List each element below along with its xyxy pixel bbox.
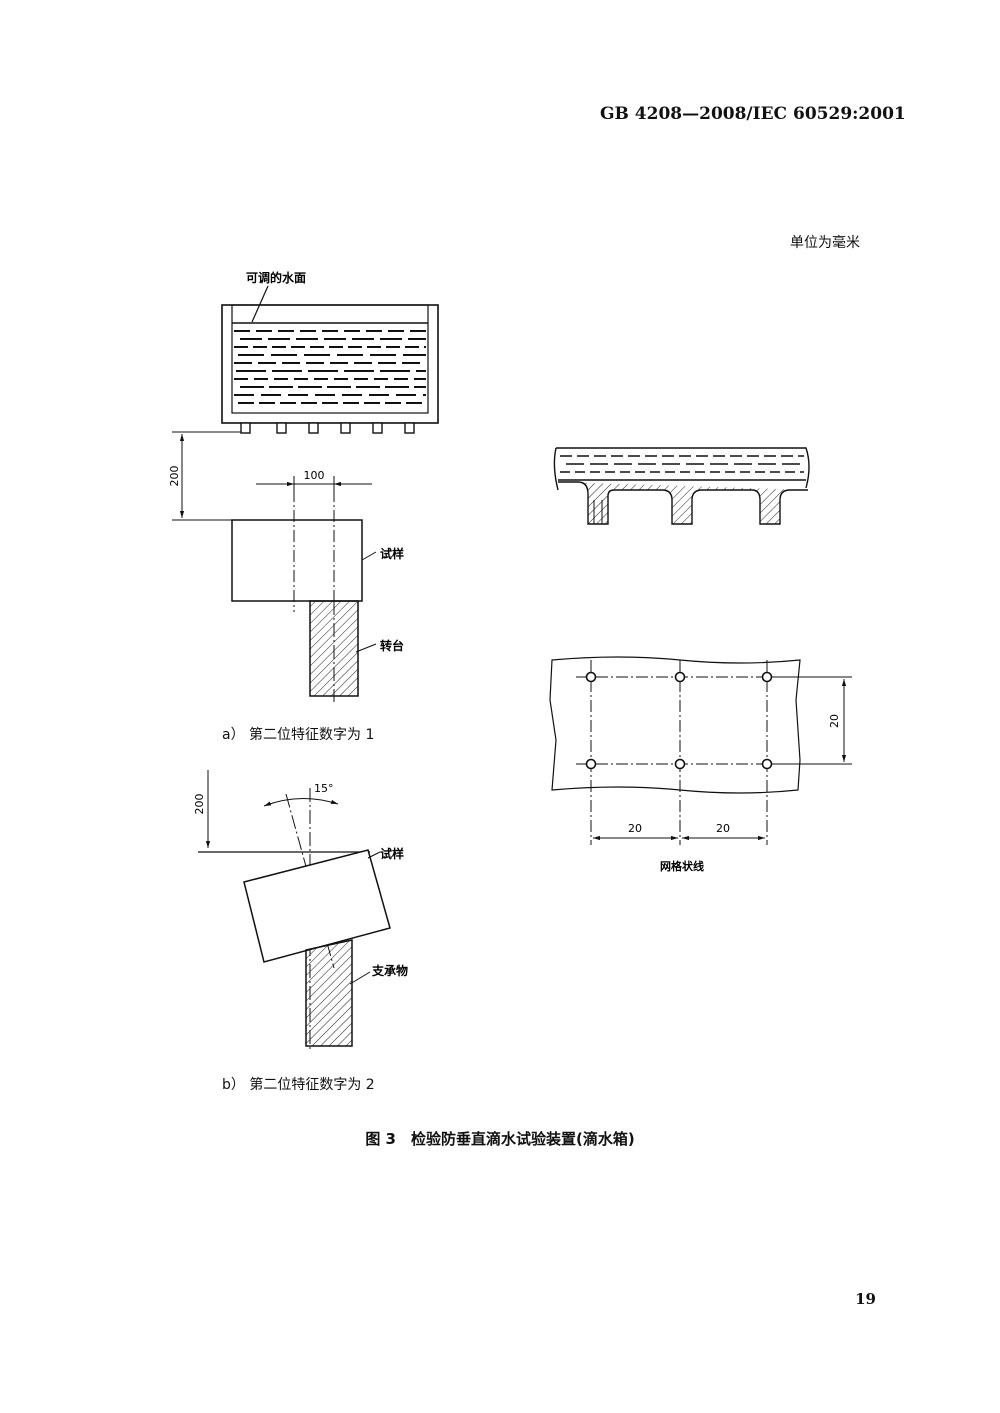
support xyxy=(305,939,353,1047)
turntable-leader xyxy=(355,643,377,653)
sample-leader-b xyxy=(367,851,381,859)
dim-200-a xyxy=(172,431,241,521)
page-number: 19 xyxy=(855,1290,876,1308)
angle-arc xyxy=(263,797,339,807)
water-surface-leader xyxy=(251,285,269,323)
dim-200-a-text: 200 xyxy=(168,466,181,487)
caption-b: b） 第二位特征数字为 2 xyxy=(222,1077,375,1093)
support-leader xyxy=(349,971,371,985)
support-label: 支承物 xyxy=(371,963,408,978)
sample-block-b xyxy=(243,849,391,963)
cross-section-detail xyxy=(553,447,810,525)
grid-plan xyxy=(549,656,852,845)
caption-a: a） 第二位特征数字为 1 xyxy=(222,727,375,743)
water-surface-label: 可调的水面 xyxy=(246,270,306,285)
dim-200-b-text: 200 xyxy=(193,794,206,815)
drip-nozzles xyxy=(240,422,415,434)
grid-label: 网格状线 xyxy=(660,859,704,873)
sample-label-b: 试样 xyxy=(380,846,404,861)
dim-200-b xyxy=(198,770,370,853)
sample-block-a xyxy=(231,519,363,602)
water-dashes xyxy=(234,330,426,404)
units-note: 单位为毫米 xyxy=(790,235,860,251)
dim-20-v: 20 xyxy=(828,714,841,728)
drip-box xyxy=(221,285,439,434)
dim-100-text: 100 xyxy=(304,469,325,482)
standard-header: GB 4208—2008/IEC 60529:2001 xyxy=(600,104,906,124)
drip-holes xyxy=(585,671,773,770)
dim-20-h2: 20 xyxy=(716,822,730,835)
turntable-label: 转台 xyxy=(380,638,404,653)
dim-20-h1: 20 xyxy=(628,822,642,835)
figure-title: 图 3 检验防垂直滴水试验装置(滴水箱) xyxy=(365,1130,635,1148)
sample-leader-a xyxy=(361,551,377,561)
angle-text: 15° xyxy=(314,782,334,795)
sample-label-a: 试样 xyxy=(380,546,404,561)
dim-100 xyxy=(256,476,372,490)
